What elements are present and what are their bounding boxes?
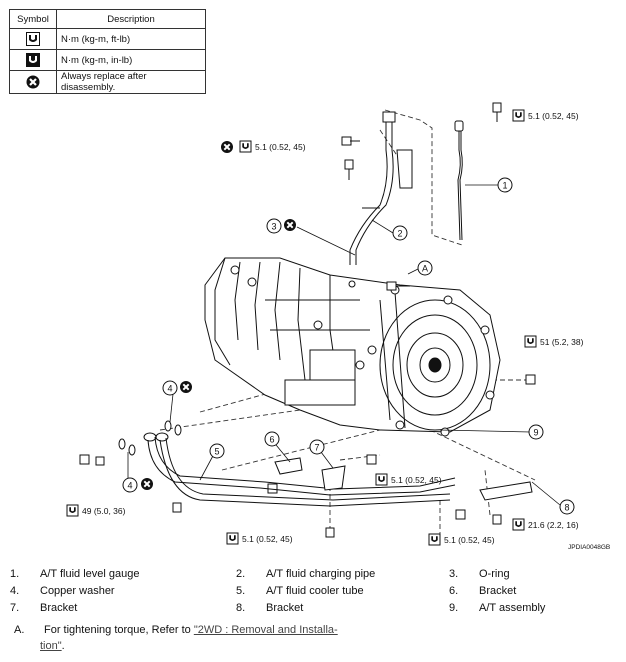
part-number: 4: [167, 384, 172, 394]
part-number: 6: [269, 435, 274, 445]
replace-x-icon: [26, 75, 40, 89]
copper-washers: [118, 420, 182, 456]
note-text: For tightening torque, Refer to: [44, 624, 194, 636]
torque-note: A. For tightening torque, Refer to "2WD :…: [14, 624, 338, 652]
symbol-row: Always replace after disassembly.: [9, 70, 206, 94]
symbol-description: Always replace after disassembly.: [56, 70, 206, 94]
torque-label: 49 (5.0, 36): [82, 506, 126, 516]
torque-label: 21.6 (2.2, 16): [528, 520, 579, 530]
symbol-table-header: Symbol Description: [9, 9, 206, 29]
torque-label: 5.1 (0.52, 45): [255, 142, 306, 152]
part-number: 2: [397, 229, 402, 239]
symbol-row: N·m (kg-m, in-lb): [9, 49, 206, 71]
part-number: 1: [502, 181, 507, 191]
part-number: 3: [271, 222, 276, 232]
brackets: [274, 457, 533, 501]
note-letter: A.: [14, 624, 25, 636]
figure-code: JPDIA0048GB: [568, 544, 610, 551]
part-number-markers: [122, 177, 575, 515]
reference-letter-a: A: [422, 264, 428, 274]
transmission-exploded-view: 5.1 (0.52, 45) 5.1 (0.52, 45) 51 (5.2, 3…: [66, 102, 610, 551]
torque-label: 5.1 (0.52, 45): [444, 535, 495, 545]
at-assembly: [204, 257, 501, 437]
removal-installation-link[interactable]: "2WD : Removal and Installa-: [193, 624, 338, 636]
removal-installation-link-cont[interactable]: tion": [40, 640, 62, 652]
fluid-cooler-tube: [143, 432, 456, 507]
part-number: 9: [533, 428, 538, 438]
part-number: 5: [214, 447, 219, 457]
part-number: 8: [564, 503, 569, 513]
part-number: 7: [314, 443, 319, 453]
torque-label: 5.1 (0.52, 45): [391, 475, 442, 485]
symbol-table: Symbol Description N·m (kg-m, ft-lb) N·m…: [9, 9, 206, 94]
bolts: [79, 102, 536, 538]
torque-wrench-inlb-icon: [26, 53, 40, 67]
torque-label: 5.1 (0.52, 45): [242, 534, 293, 544]
fluid-level-gauge: [454, 120, 464, 241]
torque-label: 51 (5.2, 38): [540, 337, 584, 347]
symbol-row: N·m (kg-m, ft-lb): [9, 28, 206, 50]
torque-wrench-icon: [26, 32, 40, 46]
torque-label: 5.1 (0.52, 45): [528, 111, 579, 121]
part-number: 4: [127, 481, 132, 491]
fluid-charging-pipe: [349, 111, 413, 265]
